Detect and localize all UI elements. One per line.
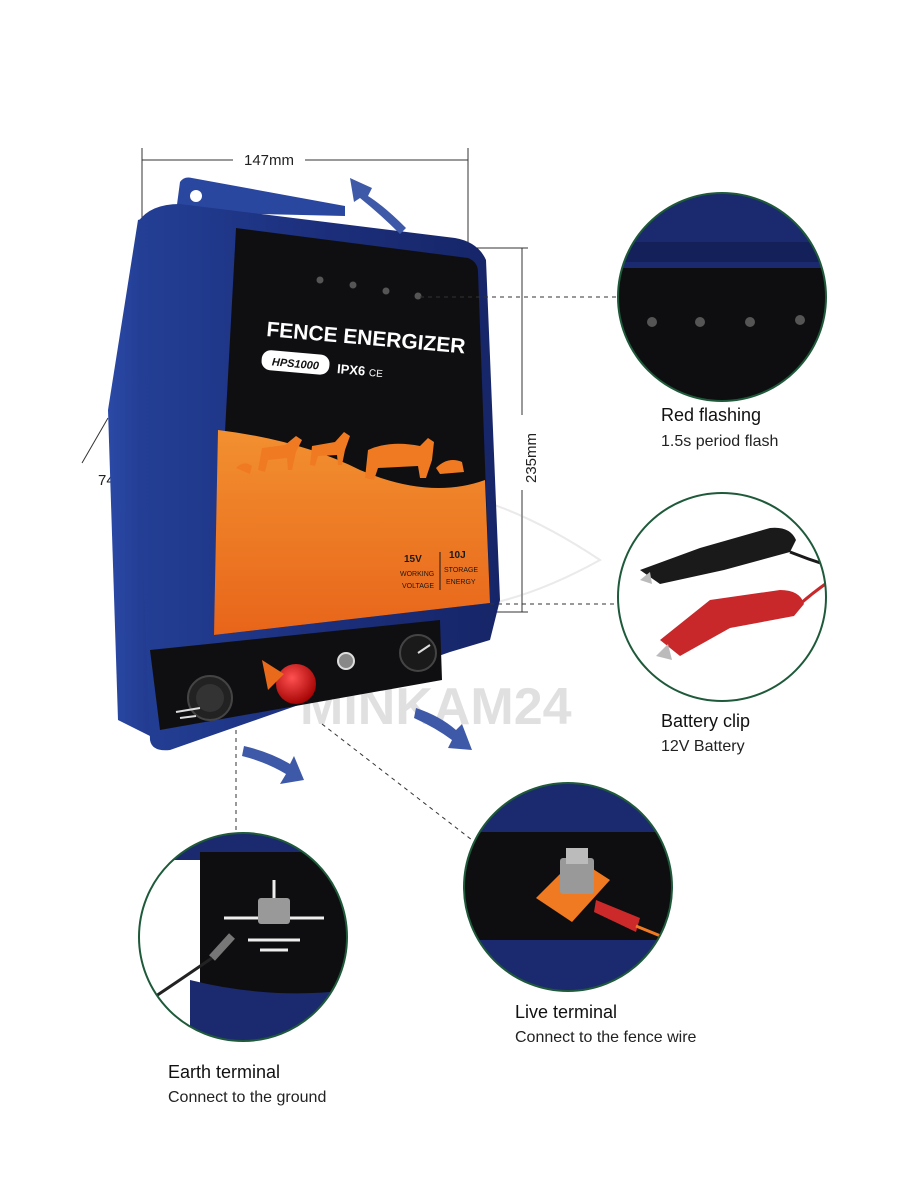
detail-leds-circle <box>617 192 827 402</box>
ip-rating: IPX6 <box>337 361 366 378</box>
voltage-label-1: WORKING <box>400 571 434 578</box>
led-3 <box>382 287 390 295</box>
animal-silhouettes <box>236 432 464 480</box>
caption-live-title: Live terminal <box>515 1002 618 1022</box>
caption-live-subtitle: Connect to the fence wire <box>515 1029 697 1046</box>
model-label: HPS1000 <box>271 356 320 372</box>
model-badge <box>261 350 330 375</box>
caption-clip-title: Battery clip <box>661 711 751 731</box>
led-1 <box>316 276 324 284</box>
voltage-value: 15V <box>404 554 422 565</box>
status-leds <box>316 276 422 300</box>
mounting-hole <box>190 190 202 202</box>
live-terminal-knob <box>276 664 316 704</box>
energy-value: 10J <box>449 550 466 561</box>
detail-earth-terminal-circle <box>138 832 348 1042</box>
dimension-height-label: 235mm <box>523 433 540 483</box>
mounting-tab <box>176 177 345 216</box>
fence-energizer-device: FENCE ENERGIZER HPS1000 IPX6 CE 15V WORK… <box>108 177 500 751</box>
energy-label-1: STORAGE <box>444 567 478 574</box>
led-4 <box>414 292 422 300</box>
panel-orange-landscape <box>214 430 490 635</box>
caption-leds-subtitle: 1.5s period flash <box>661 433 779 450</box>
arrow-down-right-icon <box>414 708 472 750</box>
energy-label-2: ENERGY <box>446 579 476 586</box>
dimension-width-label: 147mm <box>244 152 294 169</box>
arrow-down-left-icon <box>242 746 304 784</box>
led-2 <box>349 281 357 289</box>
detail-battery-clip-circle <box>617 492 827 702</box>
ce-mark: CE <box>368 368 383 380</box>
voltage-label-2: VOLTAGE <box>402 583 434 590</box>
caption-clip-subtitle: 12V Battery <box>661 738 745 755</box>
caption-leds-title: Red flashing <box>661 405 762 425</box>
dimension-width <box>141 148 469 246</box>
caption-earth-subtitle: Connect to the ground <box>168 1089 327 1106</box>
center-bolt <box>337 652 355 670</box>
leader-lines <box>235 296 618 841</box>
arrow-up-icon <box>350 178 406 234</box>
detail-live-terminal-circle <box>463 782 673 992</box>
caption-earth-title: Earth terminal <box>168 1062 281 1082</box>
